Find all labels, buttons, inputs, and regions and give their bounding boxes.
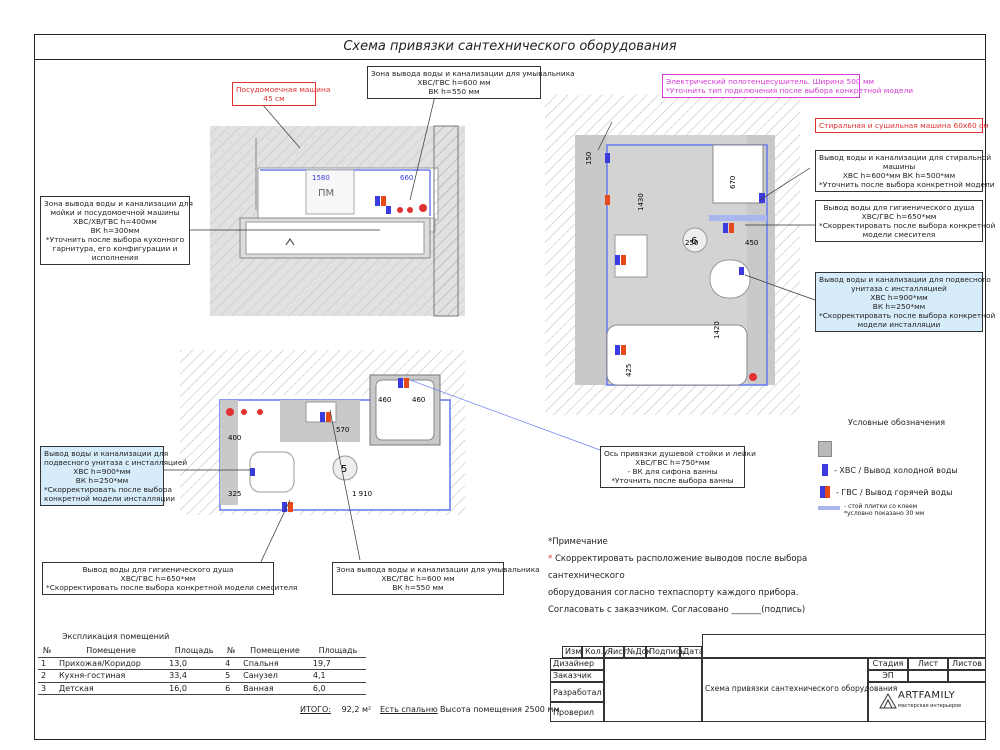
- note-bath5-sink: Зона вывода воды и канализации для умыва…: [332, 562, 540, 595]
- bath6-dim: 150: [585, 152, 593, 165]
- brand-sub: мастерская интерьеров: [898, 703, 962, 709]
- bath5-dim: 460: [378, 396, 391, 404]
- remarks: *Примечание * Скорректировать расположен…: [548, 537, 808, 615]
- bath5-dim: 570: [336, 426, 349, 434]
- title-block: Изм Кол.уч Лист №Док Подпись Дата Дизайн…: [540, 634, 986, 740]
- bath5-dim: 400: [228, 434, 241, 442]
- title-block-doc-title: Схема привязки сантехнического оборудова…: [702, 658, 897, 722]
- bath5-dim: 325: [228, 490, 241, 498]
- bath6-dim: 670: [729, 176, 737, 189]
- bathroom-6-plan: 6 150 1430 670 250 450 1420 425: [545, 95, 800, 415]
- legend-item: [818, 439, 978, 459]
- bath6-dim: 425: [625, 364, 633, 377]
- legend-item: - стой плитки со клеем*условно показано …: [818, 503, 978, 525]
- room-5-number: 5: [341, 464, 347, 475]
- brand-name: ARTFAMILY: [898, 690, 956, 701]
- page-title: Схема привязки сантехнического оборудова…: [34, 34, 986, 60]
- explication-balcony: Есть спальню: [380, 705, 438, 714]
- note-washer-size: Стиральная и сушильная машина 60х60 см: [815, 118, 989, 133]
- kitchen-dim: 660: [400, 174, 413, 182]
- bath5-dim: 1 910: [352, 490, 372, 498]
- legend: Условные обозначения - ХВС / Вывод холод…: [818, 418, 978, 525]
- explication-title: Экспликация помещений: [62, 632, 170, 641]
- kitchen-plan: ПМ 1580 660: [210, 125, 465, 317]
- brand-logo-icon: [879, 692, 897, 709]
- bath6-dim: 250: [685, 239, 698, 247]
- legend-swatch-tile: [818, 441, 832, 457]
- room-6-number: 6: [691, 236, 697, 247]
- explication-total: ИТОГО: 92,2 м²: [300, 705, 372, 714]
- legend-item: - ГВС / Вывод горячей воды: [818, 481, 978, 503]
- note-kitchen-sink-top: Зона вывода воды и канализации для умыва…: [367, 66, 575, 99]
- bath6-dim: 1430: [637, 193, 645, 211]
- explication-height: Высота помещения 2500 мм: [440, 705, 560, 714]
- note-towel-dryer: Электрический полотенцесушитель. Ширина …: [662, 74, 913, 98]
- legend-title: Условные обозначения: [848, 418, 946, 427]
- legend-swatch-tile-glue: [818, 506, 840, 510]
- bathroom-5-plan: 5 460 460 570 400 325 1 910: [180, 350, 465, 515]
- bath6-dim: 450: [745, 239, 758, 247]
- legend-item: - ХВС / Вывод холодной воды: [818, 459, 978, 481]
- bath5-dim: 460: [412, 396, 425, 404]
- legend-swatch-cold: [822, 464, 828, 476]
- bath6-dim: 1420: [713, 321, 721, 339]
- drawing-frame: [34, 34, 986, 740]
- kitchen-dim: 1580: [312, 174, 330, 182]
- legend-swatch-hot: [825, 486, 830, 498]
- pm-label: ПМ: [318, 188, 334, 199]
